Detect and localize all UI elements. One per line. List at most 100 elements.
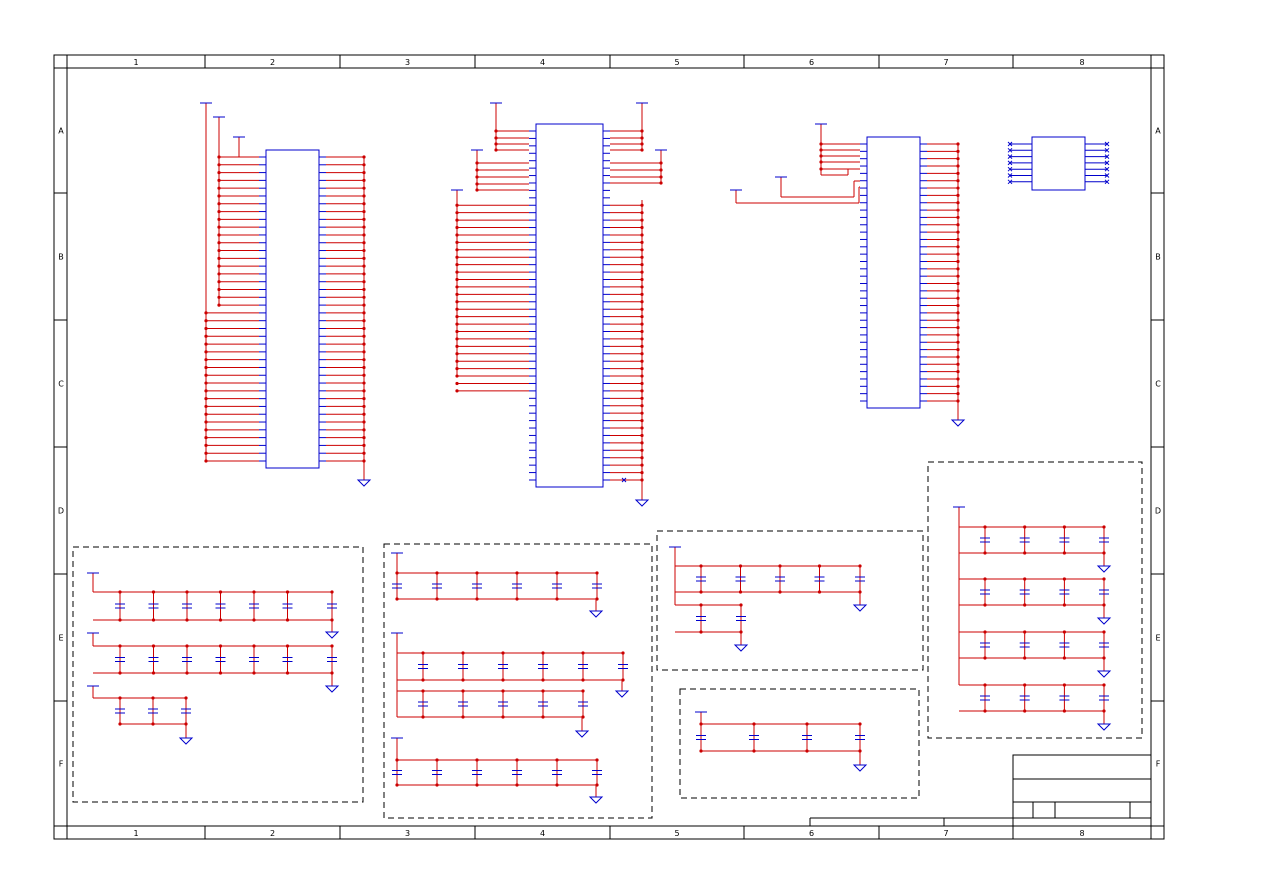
junction-dot (956, 274, 960, 278)
ground-symbol (356, 479, 372, 487)
junction-dot (640, 478, 644, 482)
junction-dot (640, 411, 644, 415)
junction-dot (983, 603, 987, 607)
junction-dot (421, 678, 425, 682)
junction-dot (1023, 656, 1027, 660)
junction-dot (515, 758, 519, 762)
junction-dot (640, 211, 644, 215)
junction-dot (455, 233, 459, 237)
junction-dot (640, 352, 644, 356)
row-label: D (58, 507, 64, 516)
junction-dot (204, 381, 208, 385)
junction-dot (956, 399, 960, 403)
junction-dot (218, 644, 223, 648)
junction-dot (595, 783, 599, 787)
junction-dot (435, 758, 439, 762)
dashed-group-3 (656, 530, 924, 671)
junction-dot (252, 671, 256, 675)
junction-dot (362, 459, 366, 463)
ground-symbol (574, 730, 590, 738)
junction-dot (362, 217, 366, 221)
junction-dot (455, 337, 459, 341)
junction-dot (956, 384, 960, 388)
junction-dot (1023, 603, 1027, 607)
junction-dot (185, 671, 189, 675)
junction-dot (515, 571, 519, 575)
column-label: 3 (405, 58, 410, 67)
ground-symbol (852, 764, 868, 772)
row-label: D (1155, 507, 1161, 516)
junction-dot (217, 264, 221, 268)
row-label: B (58, 253, 64, 262)
junction-dot (151, 671, 156, 675)
junction-dot (956, 252, 960, 256)
junction-dot (983, 709, 987, 713)
junction-dot (805, 749, 809, 753)
junction-dot (217, 217, 221, 221)
junction-dot (285, 644, 290, 648)
junction-dot (640, 389, 644, 393)
column-label: 6 (809, 829, 814, 838)
junction-dot (330, 671, 334, 675)
junction-dot (204, 365, 208, 370)
junction-dot (640, 300, 644, 304)
junction-dot (1102, 709, 1106, 713)
junction-dot (362, 342, 366, 346)
junction-dot (640, 277, 644, 282)
junction-dot (475, 783, 479, 787)
junction-dot (956, 333, 960, 337)
junction-dot (204, 436, 208, 440)
junction-dot (455, 381, 459, 386)
junction-dot (204, 443, 208, 448)
junction-dot (475, 168, 479, 172)
junction-dot (640, 441, 644, 445)
junction-dot (330, 618, 334, 622)
ground-symbol (950, 419, 966, 427)
junction-dot (475, 161, 479, 165)
junction-dot (640, 203, 644, 207)
junction-dot (621, 651, 625, 655)
junction-dot (362, 381, 366, 385)
no-connect-x (1104, 141, 1110, 147)
junction-dot (956, 245, 960, 249)
junction-dot (699, 722, 703, 726)
junction-dot (640, 448, 644, 452)
row-zone-ticks (54, 67, 1164, 827)
junction-dot (217, 256, 221, 260)
junction-dot (956, 171, 960, 175)
junction-dot (204, 311, 208, 315)
junction-dot (738, 590, 743, 594)
junction-dot (362, 451, 366, 455)
junction-dot (395, 758, 399, 762)
junction-dot (956, 237, 960, 242)
junction-dot (956, 370, 960, 374)
no-connect-x (1104, 173, 1110, 178)
junction-dot (640, 344, 644, 348)
junction-dot (362, 412, 366, 416)
junction-dot (640, 240, 644, 244)
junction-dot (475, 597, 479, 601)
junction-dot (421, 689, 425, 693)
junction-dots (118, 129, 1106, 787)
junction-dot (1062, 577, 1066, 581)
junction-dot (640, 359, 644, 363)
junction-dot (455, 322, 459, 326)
column-label: 6 (809, 58, 814, 67)
junction-dot (699, 749, 703, 753)
junction-dot (217, 295, 221, 299)
junction-dot (983, 656, 987, 660)
junction-dot (640, 142, 644, 146)
junction-dot (461, 678, 465, 682)
junction-dot (640, 233, 644, 237)
junction-dot (778, 564, 782, 568)
junction-dot (362, 264, 366, 268)
junction-dot (204, 451, 208, 455)
no-connect-x (1104, 179, 1110, 185)
junction-dot (640, 404, 644, 408)
junction-dot (817, 590, 822, 594)
junction-dot (185, 644, 189, 648)
junction-dot (204, 373, 208, 377)
junction-dot (285, 671, 290, 675)
junction-dot (640, 337, 644, 341)
